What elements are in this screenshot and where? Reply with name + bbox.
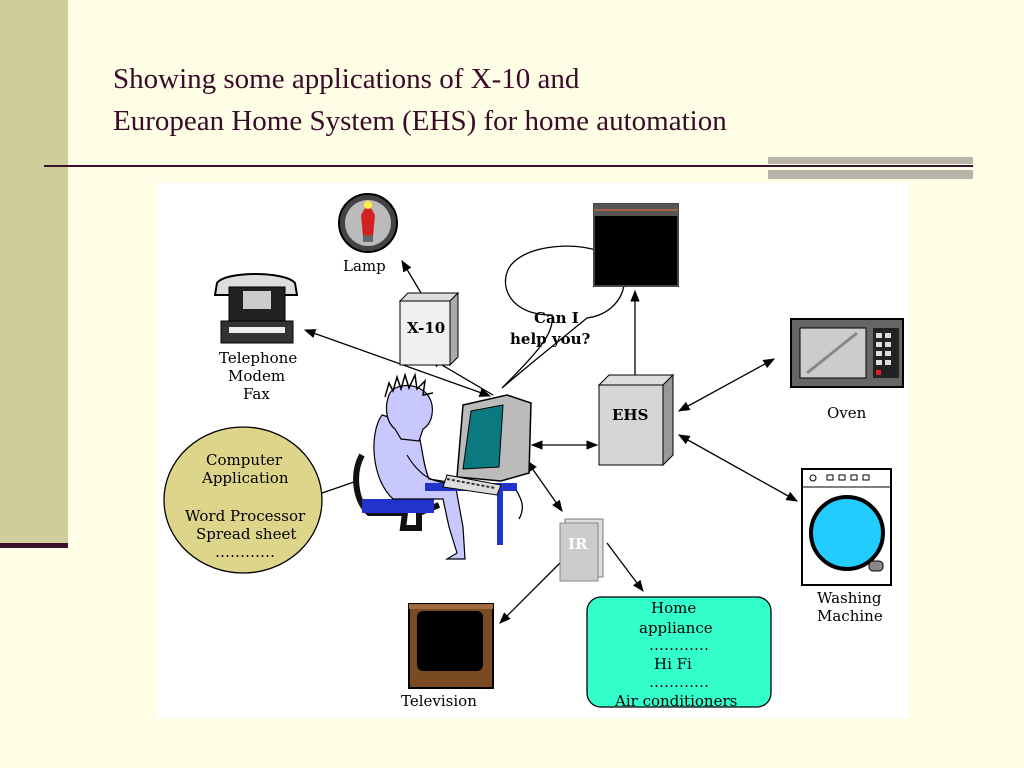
app-label-line-2: Application <box>201 469 289 487</box>
arrow-ir-to-home-appliance <box>606 542 644 592</box>
home-label-line-4: Hi Fi <box>654 655 692 673</box>
home-label-line-3: ………… <box>649 636 709 654</box>
oven-icon <box>790 318 904 388</box>
left-accent-rule <box>0 543 68 548</box>
x10-module <box>398 291 460 367</box>
app-label-line-4: Spread sheet <box>196 525 296 543</box>
phone-label-line-3: Fax <box>243 385 270 403</box>
phone-label-line-1: Telephone <box>219 349 297 367</box>
bubble-line-2: help you? <box>510 330 590 348</box>
lamp-icon <box>338 193 398 253</box>
left-accent-band <box>0 0 68 548</box>
title-line-1: Showing some applications of X-10 and <box>113 63 580 95</box>
app-label-line-1: Computer <box>206 451 283 469</box>
title-divider-accent <box>768 157 973 179</box>
phone-label-line-2: Modem <box>228 367 285 385</box>
ir-label: IR <box>568 535 588 553</box>
ir-module <box>559 518 604 582</box>
arrow-ehs-oven <box>677 358 776 412</box>
arrow-computer-phone <box>303 329 492 397</box>
washing-machine-icon <box>801 468 892 586</box>
diagram-canvas: Lamp X-10 Can I help you? EHS Telephone … <box>163 193 904 710</box>
home-label-line-1: Home <box>651 599 696 617</box>
app-label-line-5: ………… <box>215 543 275 561</box>
title-divider <box>44 165 973 167</box>
washer-label-line-1: Washing <box>817 589 882 607</box>
ehs-label: EHS <box>612 406 648 424</box>
lamp-label: Lamp <box>343 257 386 275</box>
computer-monitor-icon <box>442 394 532 496</box>
top-appliance-icon <box>593 203 679 287</box>
arrow-ehs-washer <box>677 434 799 502</box>
telephone-icon <box>213 273 299 344</box>
home-automation-diagram: Lamp X-10 Can I help you? EHS Telephone … <box>157 183 908 718</box>
arrow-ir-to-tv <box>499 560 563 624</box>
home-label-line-2: appliance <box>639 619 713 637</box>
home-label-line-5: ………… <box>649 673 709 691</box>
arrow-computer-ir <box>526 460 563 512</box>
x10-label: X-10 <box>407 319 445 337</box>
app-label-line-3: Word Processor <box>185 507 306 525</box>
slide-title: Showing some applications of X-10 and Eu… <box>113 58 727 142</box>
computer-application-bubble <box>163 426 358 574</box>
oven-label: Oven <box>827 404 867 422</box>
home-label-line-6: Air conditioners <box>614 692 737 710</box>
bubble-line-1: Can I <box>534 309 579 327</box>
television-icon <box>408 603 494 689</box>
home-appliance-box <box>586 596 772 708</box>
television-label: Television <box>401 692 477 710</box>
title-line-2: European Home System (EHS) for home auto… <box>113 105 727 137</box>
ehs-module <box>597 373 675 467</box>
washer-label-line-2: Machine <box>817 607 883 625</box>
